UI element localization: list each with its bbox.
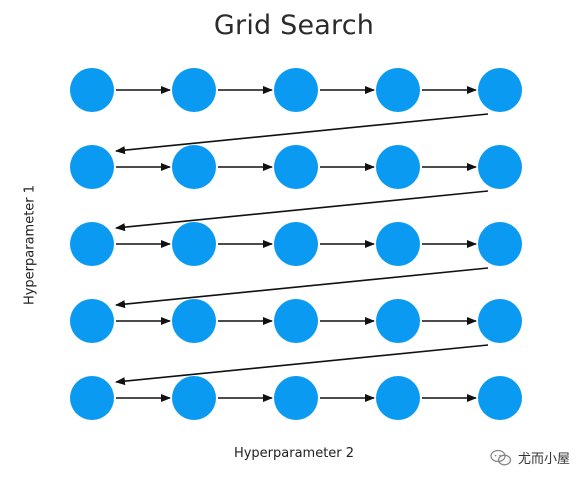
grid-node-r2-c1 [70,145,114,189]
arrows-layer [115,86,489,402]
watermark: 尤而小屋 [490,448,570,467]
grid-node-r3-c4 [376,222,420,266]
grid-node-r2-c3 [274,145,318,189]
grid-node-r5-c4 [376,376,420,420]
grid-node-r4-c1 [70,299,114,343]
grid-node-r1-c2 [172,68,216,112]
arrow-return-row-4 [115,344,489,386]
grid-node-r2-c2 [172,145,216,189]
grid-node-r1-c1 [70,68,114,112]
y-axis-label: Hyperparameter 1 [22,184,38,306]
diagram-title: Grid Search [213,10,375,41]
nodes-layer [70,68,522,420]
grid-node-r2-c5 [478,145,522,189]
grid-node-r5-c3 [274,376,318,420]
watermark-text: 尤而小屋 [517,452,570,467]
grid-node-r5-c5 [478,376,522,420]
arrow-return-row-1 [115,113,489,155]
grid-node-r5-c1 [70,376,114,420]
grid-node-r3-c3 [274,222,318,266]
grid-node-r1-c4 [376,68,420,112]
wechat-icon [490,449,512,465]
arrow-return-row-2 [115,190,489,232]
grid-node-r3-c5 [478,222,522,266]
grid-node-r1-c5 [478,68,522,112]
grid-node-r4-c5 [478,299,522,343]
grid-node-r2-c4 [376,145,420,189]
grid-node-r5-c2 [172,376,216,420]
grid-node-r4-c4 [376,299,420,343]
grid-node-r1-c3 [274,68,318,112]
grid-node-r3-c2 [172,222,216,266]
x-axis-label: Hyperparameter 2 [233,446,355,461]
arrow-return-row-3 [115,267,489,309]
grid-node-r3-c1 [70,222,114,266]
grid-node-r4-c3 [274,299,318,343]
grid-node-r4-c2 [172,299,216,343]
